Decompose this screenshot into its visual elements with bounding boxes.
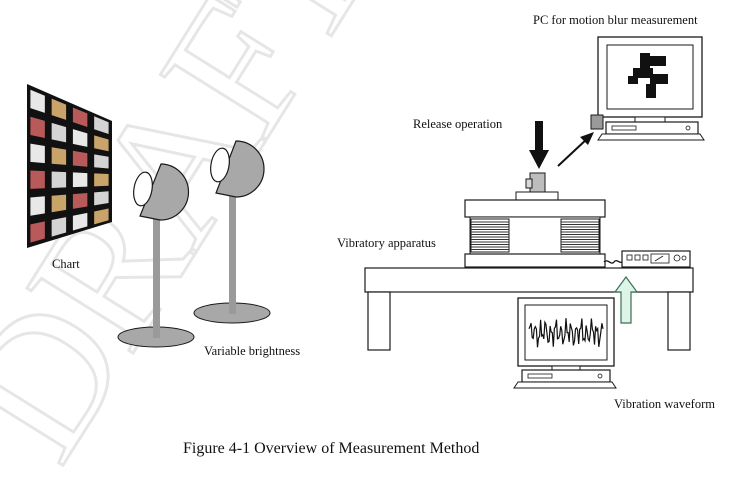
camera-to-pc-arrow bbox=[557, 132, 594, 167]
chart-cell bbox=[72, 129, 88, 147]
chart-cell bbox=[51, 217, 67, 237]
chart-cell bbox=[30, 170, 45, 189]
chart-cell bbox=[30, 116, 45, 139]
label-pc-motion-blur: PC for motion blur measurement bbox=[533, 13, 698, 27]
chart-cell bbox=[72, 172, 88, 188]
chart-cell bbox=[94, 173, 109, 187]
lamp-left-head bbox=[139, 163, 190, 221]
lamp-left bbox=[117, 163, 195, 348]
pc-top-keyboard bbox=[597, 133, 705, 141]
camera bbox=[515, 172, 559, 202]
chart-cell bbox=[72, 107, 88, 127]
pc-top-receiver bbox=[590, 114, 604, 130]
chart-cell bbox=[30, 143, 45, 164]
label-release-operation: Release operation bbox=[413, 117, 503, 131]
chart-cells bbox=[30, 89, 109, 243]
chart-cell bbox=[94, 191, 109, 206]
lamp-right-head bbox=[215, 140, 265, 198]
chart-cell bbox=[51, 194, 67, 213]
chart-cell bbox=[94, 116, 109, 135]
chart-cell bbox=[72, 150, 88, 167]
chart-cell bbox=[94, 135, 109, 152]
chart-cell bbox=[51, 122, 67, 143]
controller bbox=[603, 250, 691, 268]
motion-blur-pattern bbox=[628, 53, 668, 98]
chart-cell bbox=[72, 192, 88, 209]
lamp-left-pole bbox=[153, 218, 160, 338]
label-variable-brightness: Variable brightness bbox=[204, 344, 301, 358]
chart-cell bbox=[30, 221, 45, 243]
lamp-right-pole bbox=[229, 195, 236, 314]
pc-bottom-keyboard bbox=[513, 381, 617, 389]
coil-right bbox=[560, 218, 600, 253]
pc-waveform bbox=[513, 297, 617, 389]
label-vibratory-apparatus: Vibratory apparatus bbox=[337, 236, 436, 250]
chart-cell bbox=[30, 89, 45, 113]
signal-up-arrow bbox=[613, 275, 639, 324]
label-vibration-waveform: Vibration waveform bbox=[614, 397, 715, 411]
chart-cell bbox=[51, 171, 67, 188]
vibratory-apparatus bbox=[464, 199, 606, 268]
chart-cell bbox=[72, 212, 88, 231]
table bbox=[364, 267, 694, 351]
vibration-waveform-line bbox=[528, 318, 604, 348]
test-chart bbox=[27, 84, 112, 248]
chart-cell bbox=[30, 196, 45, 216]
pc-motion-blur bbox=[590, 36, 705, 141]
release-arrow bbox=[529, 121, 549, 169]
label-chart: Chart bbox=[52, 257, 80, 271]
lamp-right bbox=[193, 140, 271, 324]
chart-cell bbox=[94, 208, 109, 225]
lamp-right-bulb bbox=[210, 147, 230, 183]
chart-cell bbox=[94, 154, 109, 169]
chart-cell bbox=[51, 147, 67, 165]
figure-caption: Figure 4-1 Overview of Measurement Metho… bbox=[183, 440, 480, 457]
lamp-left-bulb bbox=[133, 171, 153, 207]
coil-left bbox=[470, 218, 510, 253]
chart-cell bbox=[51, 98, 67, 120]
chart-panel bbox=[27, 84, 112, 248]
